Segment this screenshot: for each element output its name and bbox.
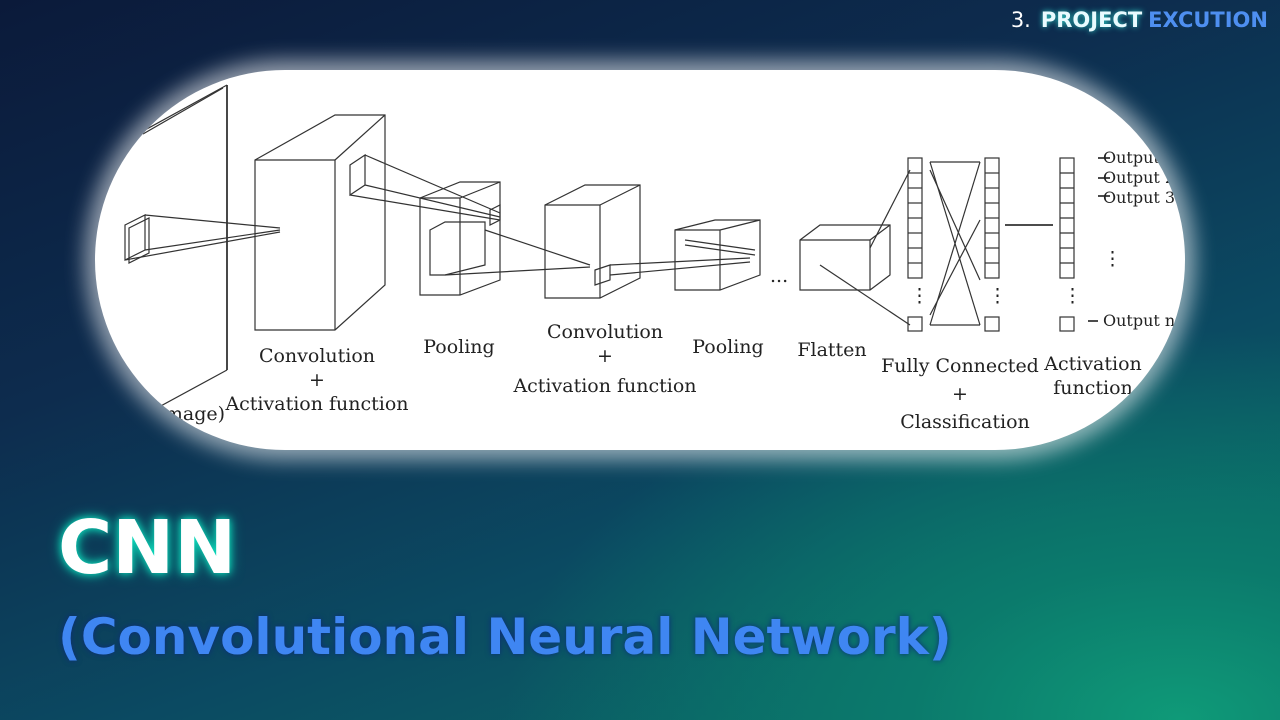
input-image-plane <box>124 84 281 421</box>
fc-label-line2: Classification <box>900 411 1030 433</box>
conv2-label-plus: + <box>597 345 613 367</box>
section-number: 3. <box>1010 8 1031 32</box>
fc1-vdots: ⋮ <box>910 285 929 307</box>
slide-subtitle: (Convolutional Neural Network) <box>58 608 952 666</box>
output-label-1: Output 1 <box>1103 148 1175 167</box>
fc-column-1 <box>907 157 923 332</box>
conv2-block <box>544 184 751 299</box>
act-label-line1: Activation <box>1043 353 1142 375</box>
section-title-execution: EXCUTION <box>1148 8 1268 32</box>
pool2-block <box>674 219 761 291</box>
output-column <box>1059 157 1110 332</box>
fc2-vdots: ⋮ <box>988 285 1007 307</box>
fc-connections <box>929 161 981 326</box>
act-label-line2: function <box>1053 377 1133 399</box>
conv1-label-line1: Convolution <box>259 345 375 367</box>
fc-label-plus: + <box>952 383 968 405</box>
output-label-n: Output n <box>1103 311 1175 330</box>
input-label: (Image) <box>150 403 225 425</box>
pool1-label: Pooling <box>423 336 494 358</box>
conv1-block <box>254 114 501 331</box>
fc-column-2 <box>984 157 1053 332</box>
conv2-label-line2: Activation function <box>512 375 696 397</box>
conv1-label-line2: Activation function <box>224 393 408 415</box>
section-title-project: PROJECT <box>1040 8 1143 32</box>
pool2-label: Pooling <box>692 336 763 358</box>
pool1-block <box>419 181 591 296</box>
cnn-diagram: ⋮ ⋮ ⋮ ⋮ Output 1 Output 2 Output 3 Outpu… <box>95 70 1185 450</box>
cnn-diagram-svg: ⋮ ⋮ ⋮ ⋮ Output 1 Output 2 Output 3 Outpu… <box>124 84 1175 433</box>
output-vdots: ⋮ <box>1063 285 1082 307</box>
fc-label-line1: Fully Connected <box>881 355 1039 377</box>
ellipsis-label: ... <box>770 265 788 287</box>
output-label-vdots: ⋮ <box>1103 248 1122 270</box>
output-label-2: Output 2 <box>1103 168 1175 187</box>
output-label-3: Output 3 <box>1103 188 1175 207</box>
conv1-label-plus: + <box>309 369 325 391</box>
slide-title: CNN <box>58 505 237 591</box>
flatten-label: Flatten <box>797 339 866 361</box>
flatten-block <box>799 169 911 326</box>
conv2-label-line1: Convolution <box>547 321 663 343</box>
